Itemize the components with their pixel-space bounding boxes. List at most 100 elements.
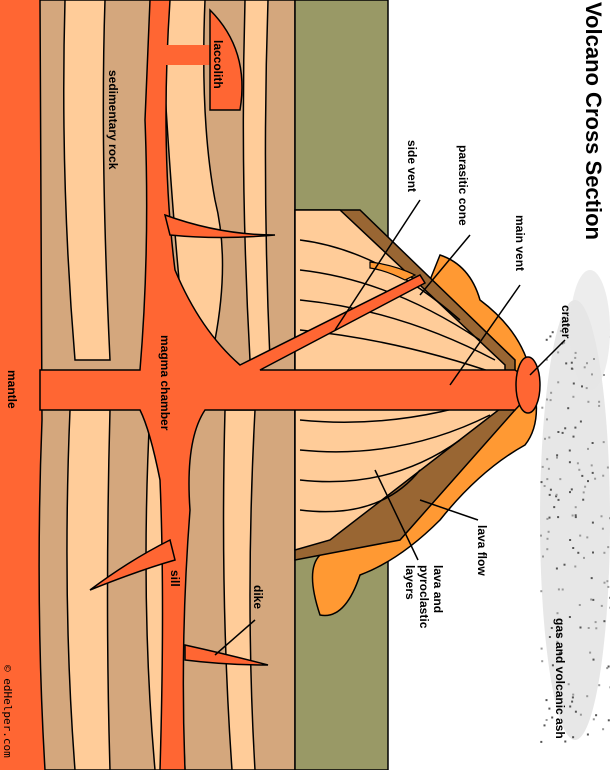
ash-particle xyxy=(574,514,577,517)
ash-particle xyxy=(567,683,570,686)
magma-chamber xyxy=(39,0,529,770)
ash-particle xyxy=(579,626,582,629)
ash-particle xyxy=(582,491,585,494)
label-crater: crater xyxy=(559,305,573,339)
ash-particle xyxy=(577,551,580,554)
laccolith-feed xyxy=(165,45,210,65)
ash-particle xyxy=(572,693,575,696)
ash-particle xyxy=(540,740,543,743)
ash-particle xyxy=(555,567,558,570)
ash-particle xyxy=(567,407,570,410)
ash-particle xyxy=(551,716,554,719)
ash-particle xyxy=(563,563,566,566)
ash-particle xyxy=(551,331,554,334)
ash-particles xyxy=(540,330,610,743)
ash-particle xyxy=(574,516,577,519)
ash-particle xyxy=(557,431,560,433)
ash-particle xyxy=(572,435,575,438)
ash-particle xyxy=(602,728,605,731)
ash-particle xyxy=(590,598,593,601)
ash-particle xyxy=(586,536,589,539)
ash-particle xyxy=(606,466,609,469)
ash-particle xyxy=(556,642,559,645)
ash-particle xyxy=(571,696,574,699)
ash-particle xyxy=(584,485,587,488)
ash-particle xyxy=(592,551,594,554)
copyright: © edHelper.com xyxy=(1,665,14,758)
ash-particle xyxy=(549,399,552,402)
ash-particle xyxy=(591,442,594,444)
ash-particle xyxy=(545,699,548,702)
ash-particle xyxy=(555,493,558,496)
ash-particle xyxy=(547,530,550,533)
ash-particle xyxy=(557,381,560,384)
ash-particle xyxy=(546,517,549,520)
ash-particle xyxy=(590,464,593,467)
ash-particle xyxy=(583,366,586,369)
ash-particle xyxy=(557,351,560,354)
ash-particle xyxy=(603,581,606,584)
ash-particle xyxy=(594,621,597,624)
ash-particle xyxy=(540,590,543,593)
ash-particle xyxy=(548,516,551,519)
ash-particle xyxy=(556,640,559,643)
ash-particle xyxy=(565,362,568,365)
ash-particle xyxy=(607,546,610,549)
ash-particle xyxy=(546,418,548,421)
ash-particle xyxy=(570,488,573,491)
ash-particle xyxy=(557,516,560,519)
ash-cloud xyxy=(540,270,610,740)
ash-particle xyxy=(540,534,542,537)
label-magma-chamber: magma chamber xyxy=(158,335,172,431)
ash-particle xyxy=(556,633,559,636)
ash-particle xyxy=(540,647,543,650)
ash-particle xyxy=(585,387,588,390)
ash-particle xyxy=(603,620,606,623)
ash-particle xyxy=(569,539,572,541)
ash-particle xyxy=(590,577,593,580)
ash-particle xyxy=(591,521,594,524)
ash-particle xyxy=(572,736,575,739)
pointer-lines xyxy=(214,199,566,656)
ash-particle xyxy=(572,382,575,385)
ash-particle xyxy=(564,740,567,743)
ash-particle xyxy=(568,449,571,452)
ash-particle xyxy=(546,458,549,461)
label-lava-layers-1: lava and xyxy=(431,565,445,613)
title: Volcano Cross Section xyxy=(581,2,606,240)
label-laccolith: laccolith xyxy=(211,40,225,89)
ash-particle xyxy=(561,431,564,434)
ash-particle xyxy=(545,719,548,721)
ash-particle xyxy=(603,551,606,554)
ash-particle xyxy=(541,465,544,468)
upper-sill xyxy=(163,213,276,239)
ash-particle xyxy=(578,468,581,471)
ash-particle xyxy=(569,705,572,708)
ash-particle xyxy=(586,695,589,698)
ash-particle xyxy=(601,527,604,530)
ash-particle xyxy=(592,658,595,661)
ash-particle xyxy=(568,616,571,618)
ash-particle xyxy=(541,660,544,663)
ash-particle xyxy=(570,361,573,364)
laccolith xyxy=(209,8,243,111)
ash-particle xyxy=(595,714,598,717)
ash-particle xyxy=(578,604,581,606)
ash-particle xyxy=(557,588,560,591)
label-gas-ash: gas and volcanic ash xyxy=(553,618,567,739)
ash-particle xyxy=(541,406,544,409)
label-mantle: mantle xyxy=(5,370,19,409)
ash-particle xyxy=(557,498,560,501)
ash-particle xyxy=(607,585,610,588)
parasitic-cone xyxy=(369,261,417,281)
ash-particle xyxy=(574,426,577,429)
ash-particle xyxy=(582,498,585,501)
ash-particle xyxy=(546,398,548,401)
ash-particle xyxy=(598,400,601,403)
ash-particle xyxy=(602,474,605,477)
ash-particle xyxy=(548,436,551,439)
ash-particle xyxy=(549,335,552,338)
ash-particle xyxy=(559,478,562,481)
ash-particle xyxy=(607,719,610,722)
